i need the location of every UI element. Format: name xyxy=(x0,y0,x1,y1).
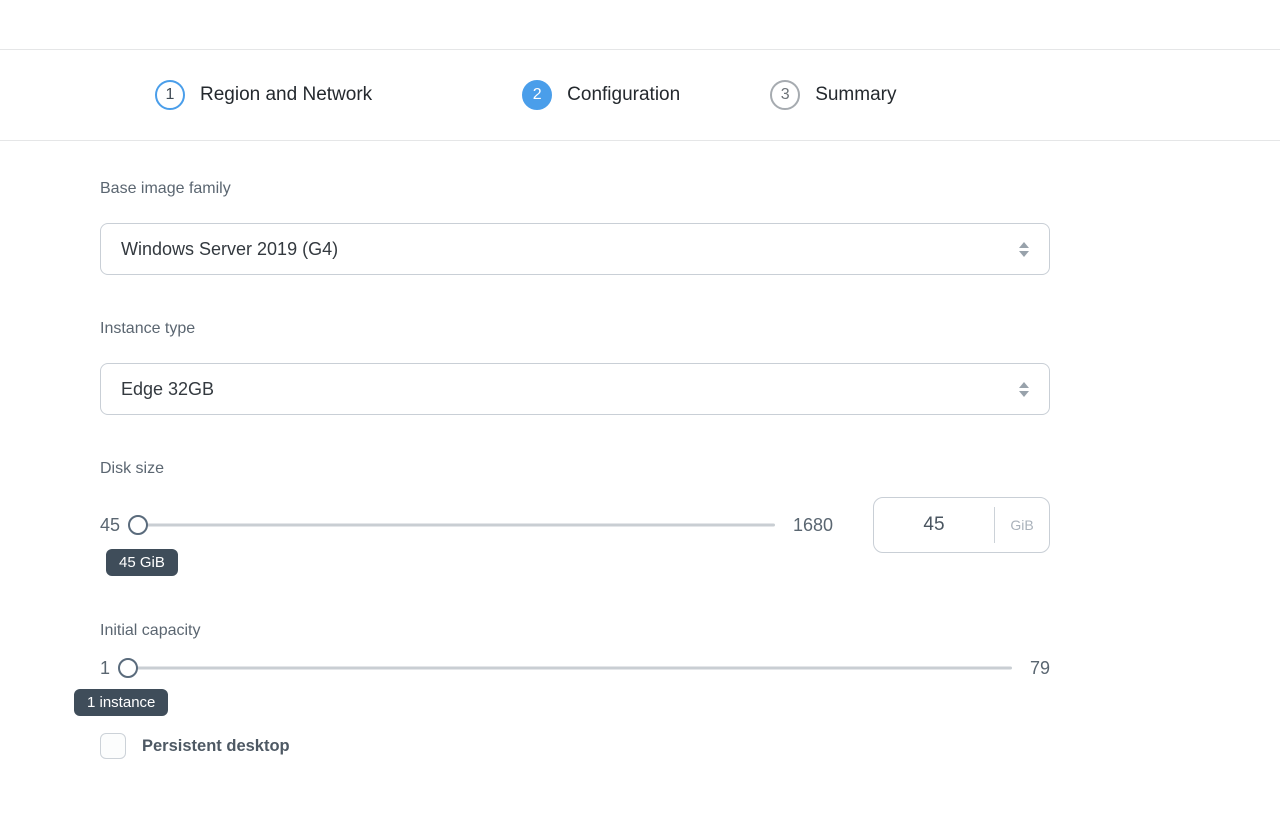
step-2-circle: 2 xyxy=(522,80,553,110)
step-2-label: Configuration xyxy=(567,84,681,105)
disk-size-badge: 45 GiB xyxy=(106,549,178,576)
persistent-desktop-checkbox[interactable] xyxy=(100,733,126,759)
disk-size-slider-track[interactable] xyxy=(130,523,775,527)
initial-capacity-slider[interactable] xyxy=(118,658,1012,678)
instance-type-label: Instance type xyxy=(100,320,196,337)
initial-capacity-min-label: 1 xyxy=(100,657,111,678)
persistent-desktop-row: Persistent desktop xyxy=(100,733,1050,759)
select-updown-icon xyxy=(1019,381,1029,397)
persistent-desktop-label: Persistent desktop xyxy=(142,736,290,755)
step-region-and-network[interactable]: 1 Region and Network xyxy=(155,80,372,110)
step-configuration[interactable]: 2 Configuration xyxy=(522,80,680,110)
instance-type-value: Edge 32GB xyxy=(121,378,215,399)
base-image-family-select[interactable]: Windows Server 2019 (G4) xyxy=(100,223,1050,275)
value-box-divider xyxy=(994,507,995,543)
select-updown-icon xyxy=(1019,241,1029,257)
disk-size-input[interactable] xyxy=(874,514,994,536)
initial-capacity-label: Initial capacity xyxy=(100,622,201,639)
initial-capacity-badge: 1 instance xyxy=(74,689,169,716)
disk-size-slider-handle[interactable] xyxy=(128,515,149,535)
configuration-form: Base image family Windows Server 2019 (G… xyxy=(0,179,1050,759)
initial-capacity-slider-track[interactable] xyxy=(120,666,1012,670)
initial-capacity-row: 1 79 xyxy=(100,657,1050,679)
initial-capacity-max-label: 79 xyxy=(1029,657,1050,678)
disk-size-max-label: 1680 xyxy=(792,514,833,535)
initial-capacity-slider-handle[interactable] xyxy=(118,658,139,678)
wizard-stepper: 1 Region and Network 2 Configuration 3 S… xyxy=(0,49,1280,141)
step-summary[interactable]: 3 Summary xyxy=(770,80,896,110)
disk-size-row: 45 1680 GiB xyxy=(100,497,1050,553)
instance-type-select[interactable]: Edge 32GB xyxy=(100,363,1050,415)
disk-size-min-label: 45 xyxy=(100,514,121,535)
disk-size-label: Disk size xyxy=(100,460,165,477)
disk-size-slider[interactable] xyxy=(128,515,775,535)
disk-size-value-box: GiB xyxy=(873,497,1050,553)
step-1-circle: 1 xyxy=(155,80,185,110)
step-3-circle: 3 xyxy=(770,80,801,110)
top-spacer xyxy=(0,0,1280,49)
disk-size-unit-label: GiB xyxy=(1010,517,1034,533)
base-image-family-label: Base image family xyxy=(100,180,231,197)
base-image-family-value: Windows Server 2019 (G4) xyxy=(121,238,339,259)
step-3-label: Summary xyxy=(815,84,897,105)
step-1-label: Region and Network xyxy=(200,84,373,105)
